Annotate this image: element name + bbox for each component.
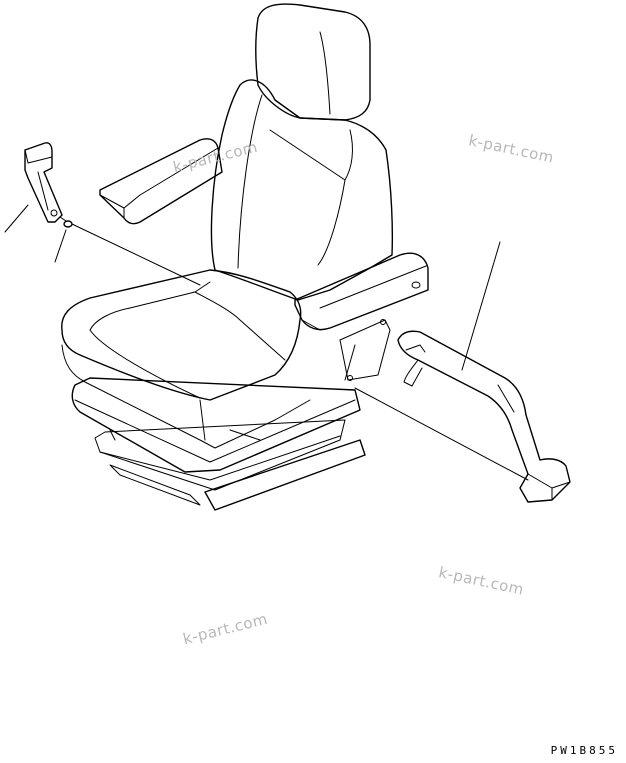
seat-cushion (61, 269, 302, 401)
leader-lines (4, 204, 529, 481)
headrest (255, 3, 371, 121)
left-armrest (99, 138, 223, 225)
seat-belt-buckle (24, 142, 63, 223)
seat-suspension (71, 377, 361, 473)
seat-slide-rail (204, 439, 366, 511)
seat-back (210, 79, 394, 301)
seat-belt-strap (397, 330, 571, 503)
mounting-bolt (59, 216, 73, 228)
drawing-code: PW1B855 (550, 744, 618, 757)
operator-seat (61, 3, 429, 511)
right-armrest (294, 252, 429, 331)
